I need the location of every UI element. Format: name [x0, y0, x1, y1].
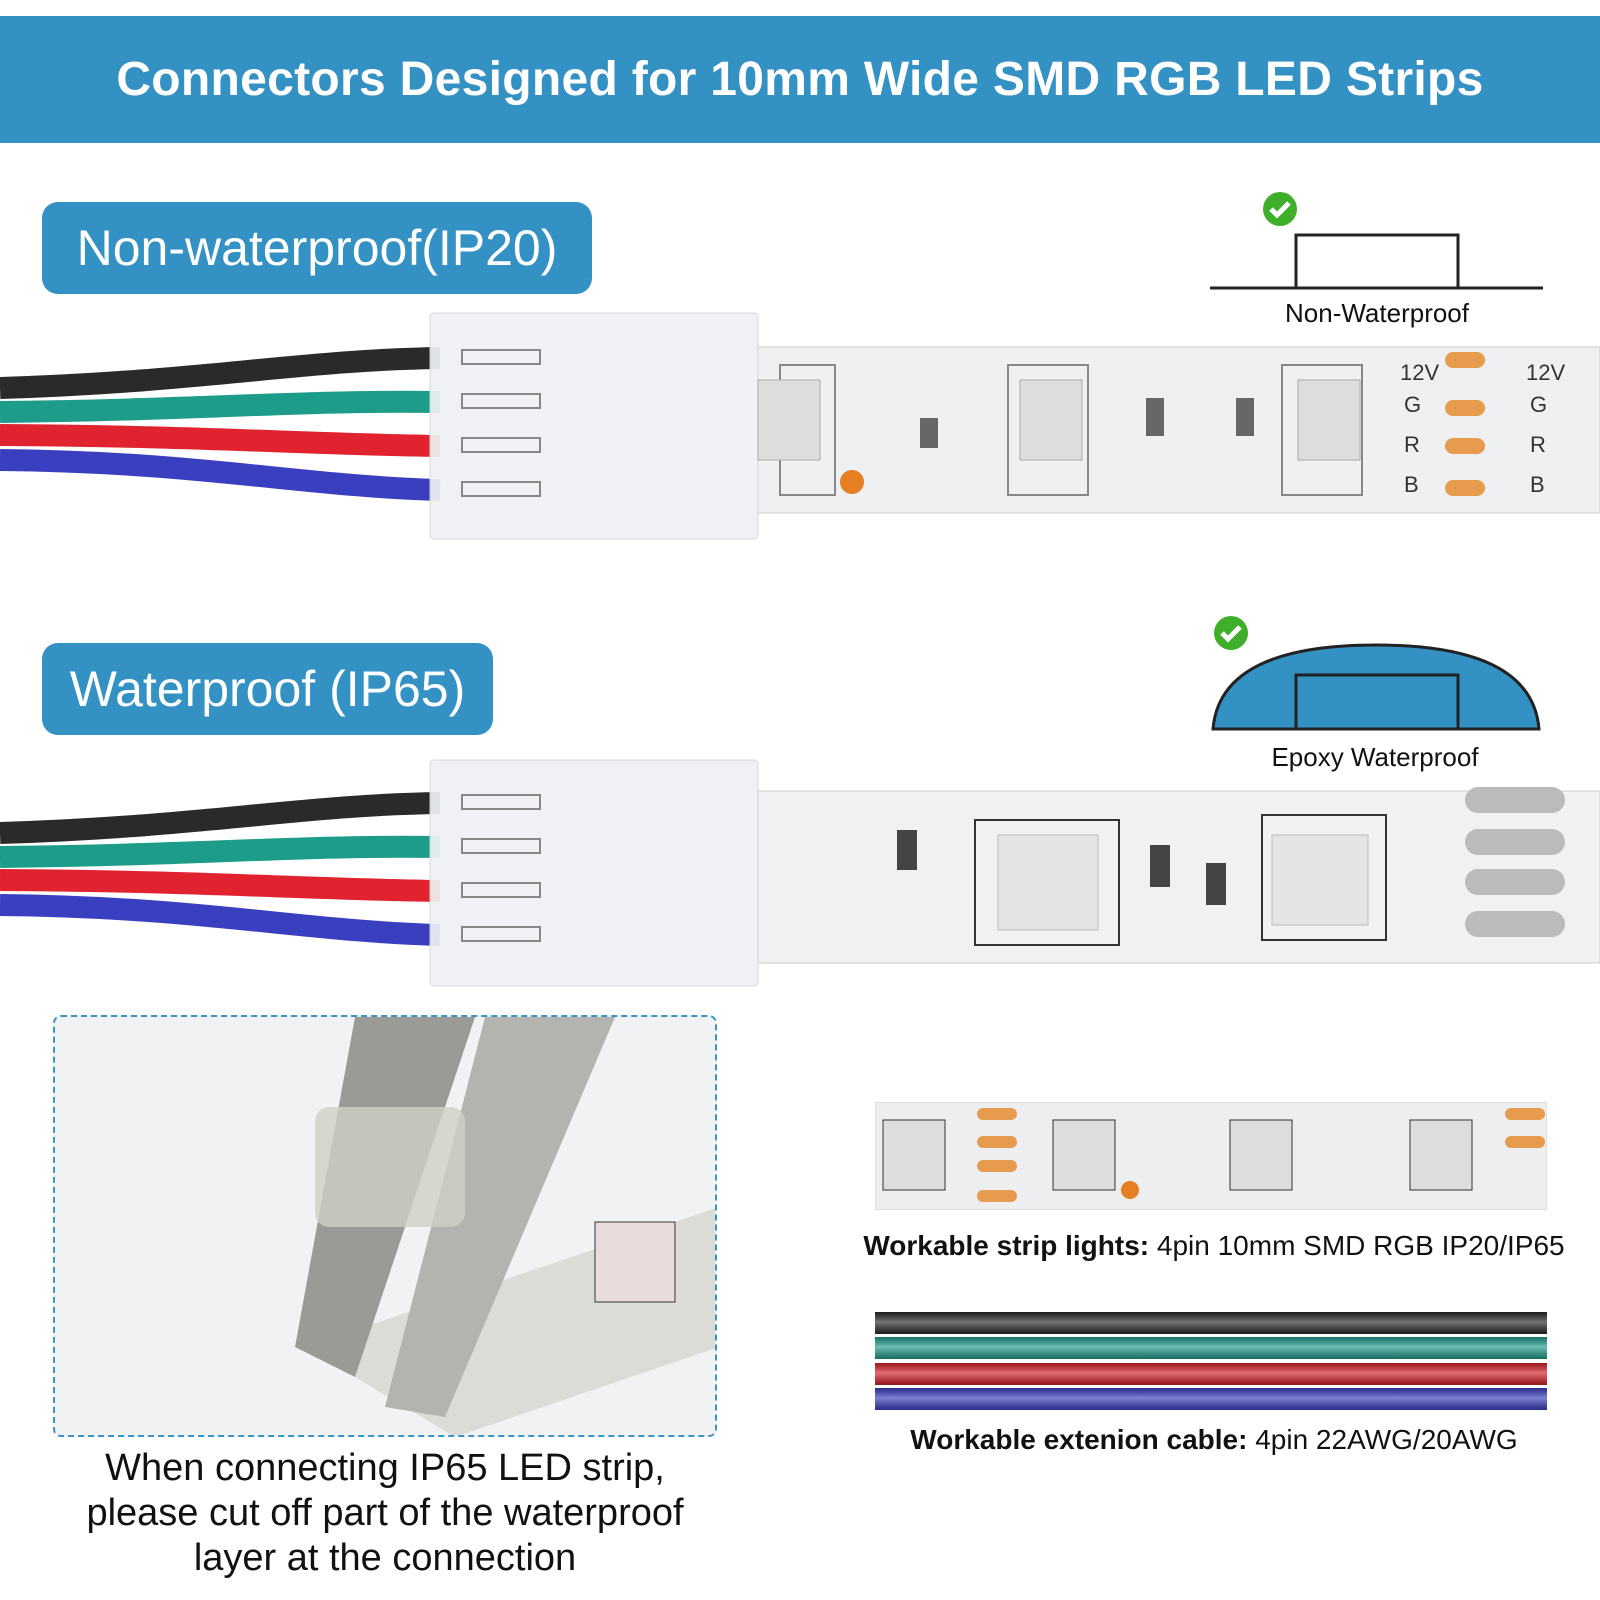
cutting-photo — [53, 1015, 717, 1437]
connector-clip — [429, 759, 759, 987]
section-label-waterproof: Waterproof (IP65) — [42, 643, 493, 735]
connector-clip — [429, 312, 759, 540]
cable-spec-label: Workable extenion cable: — [910, 1424, 1248, 1455]
wire-red — [0, 424, 441, 457]
section-label-non-waterproof: Non-waterproof(IP20) — [42, 202, 592, 294]
svg-text:G: G — [1404, 392, 1421, 417]
check-icon — [1214, 616, 1248, 650]
check-icon — [1263, 192, 1297, 226]
non-waterproof-diagram — [1210, 192, 1543, 290]
svg-text:12V: 12V — [1526, 360, 1565, 385]
strip-marking: 12V — [1400, 360, 1439, 385]
wire-black — [0, 792, 441, 844]
strip-spec-value: 4pin 10mm SMD RGB IP20/IP65 — [1156, 1230, 1565, 1261]
svg-text:R: R — [1530, 432, 1546, 457]
non-waterproof-label: Non-Waterproof — [1285, 298, 1469, 328]
svg-text:G: G — [1530, 392, 1547, 417]
wire-blue — [0, 894, 441, 946]
caption-line: When connecting IP65 LED strip, — [105, 1447, 665, 1489]
cable-spec: Workable extenion cable: 4pin 22AWG/20AW… — [834, 1424, 1594, 1456]
compatible-strip-image — [875, 1102, 1547, 1210]
connector-assembly-ip65 — [0, 759, 1600, 987]
svg-text:B: B — [1404, 472, 1419, 497]
wire-green — [0, 835, 441, 868]
wire-blue — [0, 449, 441, 501]
led-strip-epoxy — [757, 790, 1600, 964]
wire-green — [0, 390, 441, 423]
strip-spec: Workable strip lights: 4pin 10mm SMD RGB… — [834, 1230, 1594, 1262]
svg-text:B: B — [1530, 472, 1545, 497]
wire-black — [0, 347, 441, 399]
epoxy-waterproof-label: Epoxy Waterproof — [1271, 742, 1479, 772]
wire-red — [0, 869, 441, 902]
cable-spec-value: 4pin 22AWG/20AWG — [1255, 1424, 1518, 1455]
epoxy-waterproof-diagram — [1211, 616, 1541, 731]
svg-text:R: R — [1404, 432, 1420, 457]
caption-line: please cut off part of the waterproof — [86, 1492, 684, 1534]
page-title: Connectors Designed for 10mm Wide SMD RG… — [116, 53, 1484, 106]
header-banner: Connectors Designed for 10mm Wide SMD RG… — [0, 16, 1600, 143]
strip-spec-label: Workable strip lights: — [863, 1230, 1150, 1261]
caption-line: layer at the connection — [193, 1537, 577, 1579]
extension-cable-image — [875, 1312, 1547, 1410]
ip65-caption: When connecting IP65 LED strip, please c… — [30, 1446, 740, 1581]
